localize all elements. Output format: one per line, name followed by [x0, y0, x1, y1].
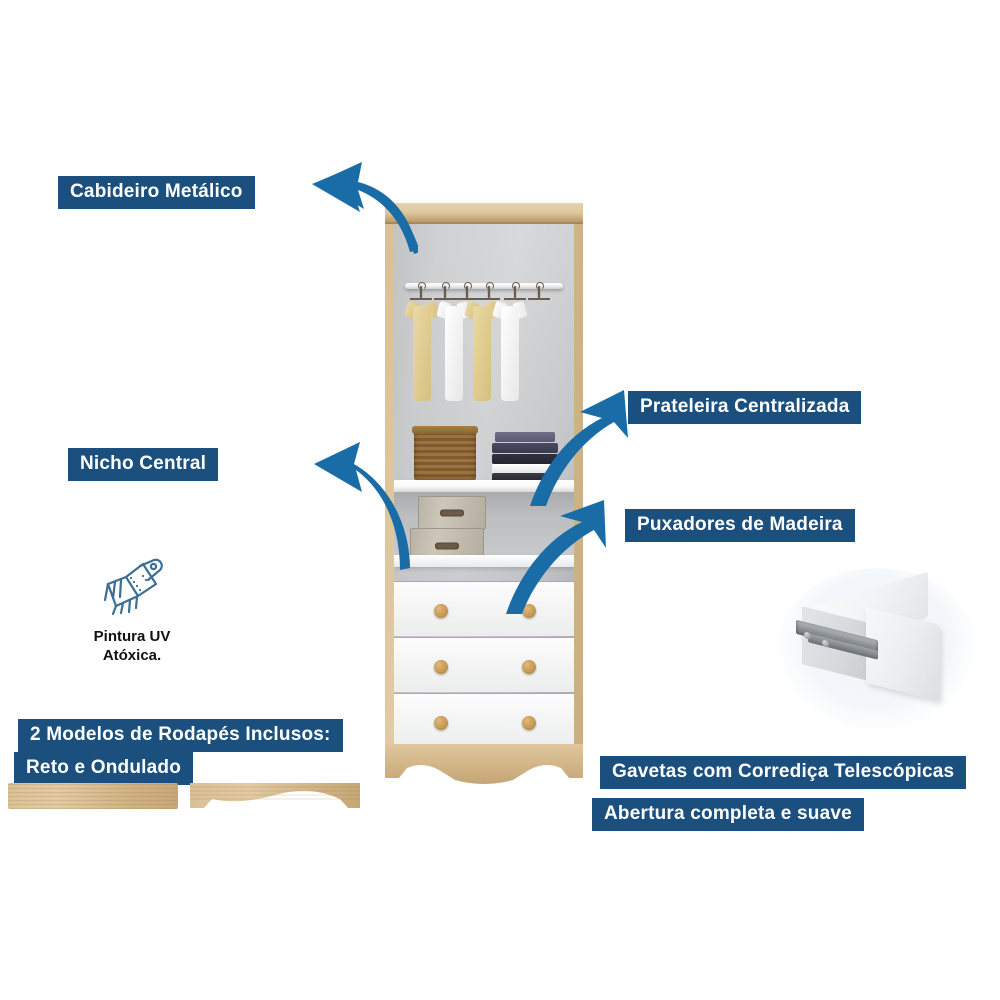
hanging-garment — [492, 296, 528, 401]
metal-hanging-rail — [405, 283, 563, 289]
wavy-base-cutout — [385, 764, 583, 786]
hanging-garment — [436, 296, 472, 401]
storage-box — [418, 496, 486, 530]
hanging-garment — [464, 296, 500, 401]
wooden-knob-icon[interactable] — [522, 604, 536, 618]
paint-feature-line2: Atóxica. — [102, 647, 162, 664]
arrow-to-nicho — [314, 442, 410, 570]
hanger-hook — [504, 282, 526, 304]
folded-clothes-stack — [492, 432, 558, 483]
paint-feature-line1: Pintura UV — [93, 628, 171, 645]
arrow-to-puxadores — [506, 500, 606, 614]
callout-label-prateleira: Prateleira Centralizada — [628, 391, 862, 424]
wicker-basket — [412, 426, 478, 480]
hanger-hook — [410, 282, 432, 304]
drawer[interactable] — [394, 693, 574, 748]
wooden-knob-icon[interactable] — [522, 716, 536, 730]
central-shelf — [394, 480, 574, 492]
hanger-hook — [478, 282, 500, 304]
drawer-slide-photo — [778, 568, 976, 730]
drawer-stack — [394, 581, 574, 751]
wooden-knob-icon[interactable] — [434, 604, 448, 618]
arrow-to-cabideiro — [312, 162, 418, 254]
wooden-knob-icon[interactable] — [434, 716, 448, 730]
baseboard-sample-ondulado — [190, 783, 360, 808]
drawer-slide-label-line2: Abertura completa e suave — [592, 798, 864, 831]
drawer[interactable] — [394, 581, 574, 636]
wooden-knob-icon[interactable] — [434, 660, 448, 674]
arrow-to-prateleira — [530, 390, 628, 506]
baseboard-subtitle: Reto e Ondulado — [14, 752, 193, 785]
wooden-knob-icon[interactable] — [522, 660, 536, 674]
callout-label-puxadores: Puxadores de Madeira — [625, 509, 855, 542]
drawer-slide-label-line1: Gavetas com Corrediça Telescópicas — [600, 756, 967, 789]
callout-label-nicho: Nicho Central — [68, 448, 219, 481]
baseboard-title: 2 Modelos de Rodapés Inclusos: — [18, 719, 343, 752]
callout-label-cabideiro: Cabideiro Metálico — [58, 176, 255, 209]
wardrobe-top-panel — [385, 203, 583, 224]
paint-feature-block: Pintura UV Atóxica. — [62, 556, 202, 671]
niche-floor — [394, 555, 574, 567]
paintbrush-icon — [103, 558, 163, 616]
baseboard-sample-reto — [8, 783, 178, 809]
hanging-garment — [404, 296, 440, 401]
drawer[interactable] — [394, 637, 574, 692]
wardrobe-product-image — [385, 203, 583, 786]
hanger-hook — [528, 282, 550, 304]
hanger-hook — [456, 282, 478, 304]
hanger-hook — [434, 282, 456, 304]
